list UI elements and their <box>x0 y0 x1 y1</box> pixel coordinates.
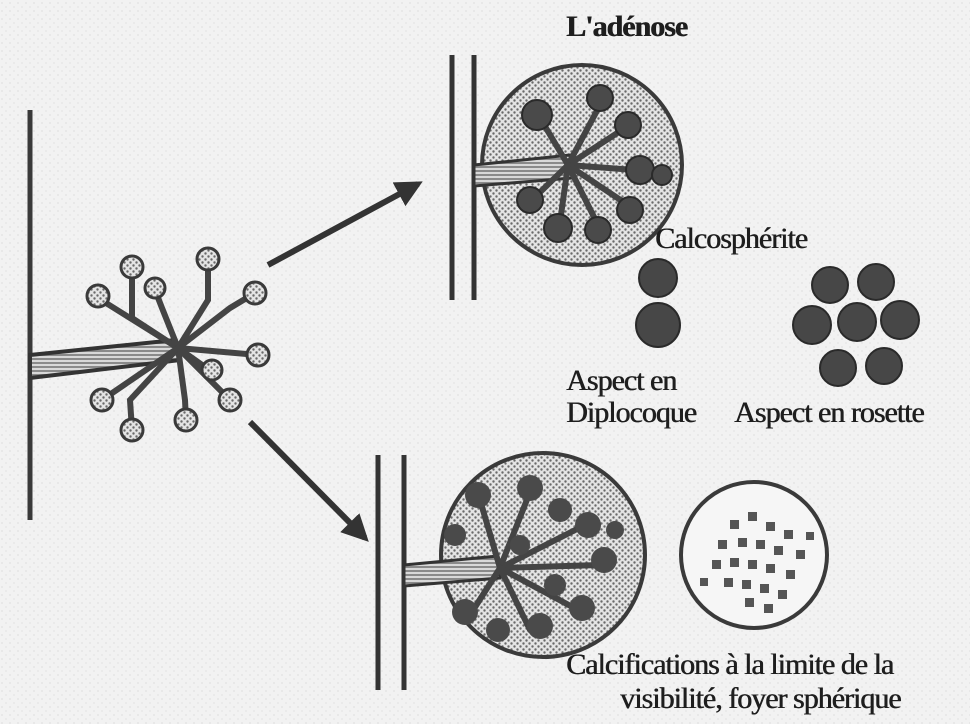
label-calcospherite: Calcosphérite <box>655 224 807 255</box>
label-diplococcus-line2: Diplocoque <box>566 398 696 429</box>
label-rosette: Aspect en rosette <box>734 398 924 429</box>
label-diplococcus-line1: Aspect en <box>566 366 676 397</box>
label-calcifications-line1: Calcifications à la limite de la <box>566 650 893 681</box>
diagram-title: L'adénose <box>566 12 687 43</box>
label-calcifications-line2: visibilité, foyer sphérique <box>620 684 900 715</box>
spherical-focus <box>681 482 827 628</box>
